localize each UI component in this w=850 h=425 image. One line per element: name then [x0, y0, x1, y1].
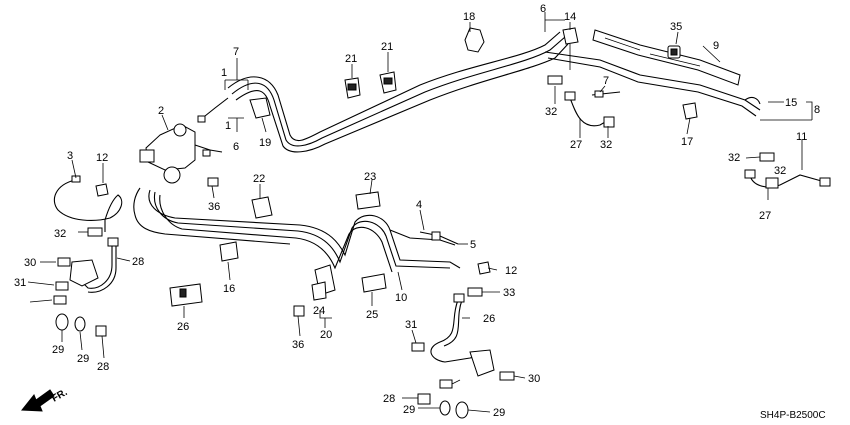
- part-4-5-fittings: [419, 231, 459, 245]
- front-arrow-icon: [20, 389, 55, 412]
- part-20-clip: [344, 77, 361, 99]
- part-12-grommets: [95, 183, 491, 275]
- callout-32: 33: [503, 287, 515, 299]
- callout-23: 25: [366, 309, 378, 321]
- callout-31: 31: [405, 319, 417, 331]
- pipe-fitting: [71, 175, 81, 183]
- part-27-rear-hose-right: [564, 91, 831, 188]
- callout-22: 24: [313, 305, 325, 317]
- callout-14: 16: [223, 283, 235, 295]
- callout-28: 28: [97, 361, 109, 373]
- callout-32: 32: [545, 106, 557, 118]
- callout-10: 10: [395, 292, 407, 304]
- part-16-clip: [464, 27, 485, 53]
- diagram-code: SH4P-B2500C: [760, 410, 826, 421]
- callout-5: 5: [470, 239, 476, 251]
- callout-28: 28: [383, 393, 395, 405]
- part-21-clips: [251, 191, 381, 219]
- callout-34: 36: [292, 339, 304, 351]
- callout-24: 26: [177, 321, 189, 333]
- bolts: [207, 177, 305, 317]
- rear-brake-pipes: [227, 31, 761, 153]
- callout-29: 29: [52, 344, 64, 356]
- front-direction-indicator: FR.: [20, 387, 70, 412]
- callout-21: 22: [253, 173, 265, 185]
- callout-19: 21: [381, 41, 393, 53]
- part-17-clip: [249, 97, 271, 119]
- callout-12: 12: [96, 152, 108, 164]
- part-13-clip: [562, 27, 579, 70]
- part-14-clip: [219, 241, 239, 262]
- part-32-clips: [87, 75, 779, 297]
- leader-lines: [27, 12, 813, 413]
- part-23-block: [361, 273, 387, 293]
- callout-21: 23: [364, 171, 376, 183]
- callout-8: 7: [233, 46, 239, 58]
- callout-25: 28: [132, 256, 144, 268]
- callout-13: 14: [564, 11, 576, 23]
- callout-15: 17: [681, 136, 693, 148]
- part-19-clip: [379, 71, 397, 94]
- callout-27: 27: [570, 139, 582, 151]
- callout-2: 2: [158, 105, 164, 117]
- callout-11: 11: [796, 131, 807, 143]
- callout-29: 29: [403, 404, 415, 416]
- part-15-clip: [682, 102, 698, 120]
- callout-26: 26: [483, 313, 495, 325]
- callout-32: 32: [600, 139, 612, 151]
- part-3-pipe: [53, 175, 123, 232]
- callout-3: 3: [67, 150, 73, 162]
- callout-7: 7: [603, 75, 609, 87]
- callout-1: 1: [221, 67, 227, 79]
- callout-18: 20: [320, 329, 332, 341]
- callout-32: 32: [54, 228, 66, 240]
- part-22-clip: [311, 264, 336, 301]
- callout-13: 15: [785, 97, 797, 109]
- part-25-front-left-hose: [53, 237, 119, 337]
- callout-32: 32: [728, 152, 740, 164]
- part-2-proportioning-valve: [139, 97, 229, 184]
- callout-4: 4: [416, 199, 422, 211]
- callout-6: 6: [540, 3, 546, 15]
- part-24-block: [169, 283, 203, 307]
- callout-27: 27: [759, 210, 771, 222]
- front-brake-pipes: [133, 187, 461, 273]
- part-33-clip: [667, 45, 681, 59]
- callout-31: 31: [14, 277, 26, 289]
- callout-29: 29: [77, 353, 89, 365]
- callout-6: 6: [233, 141, 239, 153]
- callout-32: 32: [774, 165, 786, 177]
- part-26-front-right-hose: [411, 293, 515, 419]
- callout-20: 21: [345, 53, 357, 65]
- direction-label: FR.: [50, 387, 70, 405]
- callout-30: 30: [24, 257, 36, 269]
- part-9-protector: [592, 29, 741, 86]
- callout-labels: 7 1 1 6 2 3 12 18 21 21 19 6 14 9 35 15 …: [14, 3, 820, 419]
- callout-29: 29: [493, 407, 505, 419]
- callout-17: 19: [259, 137, 271, 149]
- callout-33: 35: [670, 21, 682, 33]
- callout-1: 1: [225, 120, 231, 132]
- callout-30: 30: [528, 373, 540, 385]
- callout-12: 12: [505, 265, 517, 277]
- callout-35: 36: [208, 201, 220, 213]
- callout-16: 18: [463, 11, 475, 23]
- callout-8: 8: [814, 104, 820, 116]
- callout-9: 9: [713, 40, 719, 52]
- part-7-fitting: [591, 90, 621, 98]
